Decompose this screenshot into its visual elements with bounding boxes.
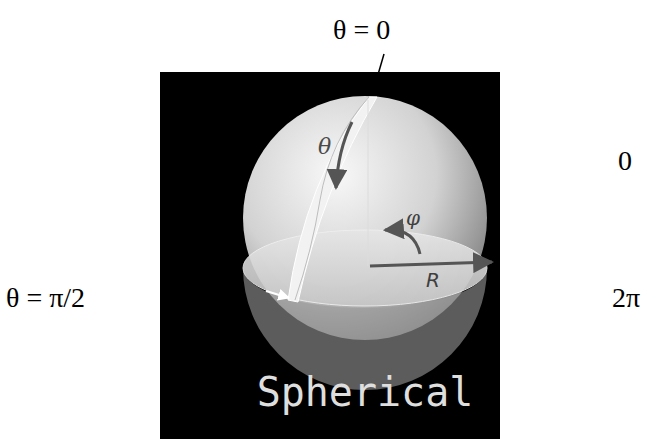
axis-label: θ = π/2 [6,284,85,312]
polar-axis [368,100,369,266]
theta-arrow [336,122,352,188]
equatorial-plane [243,230,487,306]
axis-label: 0 [618,147,632,175]
leader-line [377,54,384,78]
meridian-plane [288,97,377,302]
axis-label: 2π [612,284,640,312]
radius-arrow [370,262,492,266]
phi-arrow [385,230,420,254]
axis-label: θ = 0 [333,16,390,44]
image-frame [160,72,500,439]
leader-arrow [266,291,289,298]
angle-symbol: θ [318,136,331,158]
meridian-edge [295,97,369,300]
image-title: Spherical [257,372,474,412]
radius-symbol: R [426,270,440,290]
angle-symbol: φ [406,208,420,228]
